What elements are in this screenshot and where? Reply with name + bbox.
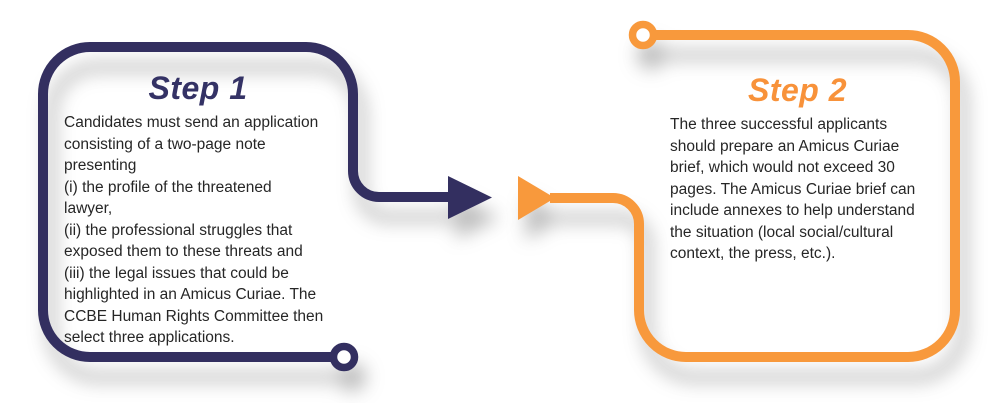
step1-description: Candidates must send an application cons… [64, 114, 324, 346]
step2-endpoint-ring-icon [628, 20, 658, 50]
step1-title: Step 1 [148, 70, 248, 106]
step2-outline-group [518, 20, 960, 362]
step1-border-path [38, 42, 450, 362]
step2-title: Step 2 [747, 72, 848, 108]
step2-description: The three successful applicants should p… [670, 116, 916, 262]
step1-outline-group [38, 42, 492, 372]
step1-endpoint-ring-icon [329, 342, 359, 372]
step2-arrow-tail-triangle-icon [518, 176, 555, 220]
step2-border-path [550, 30, 960, 362]
step1-arrowhead-icon [448, 176, 492, 219]
